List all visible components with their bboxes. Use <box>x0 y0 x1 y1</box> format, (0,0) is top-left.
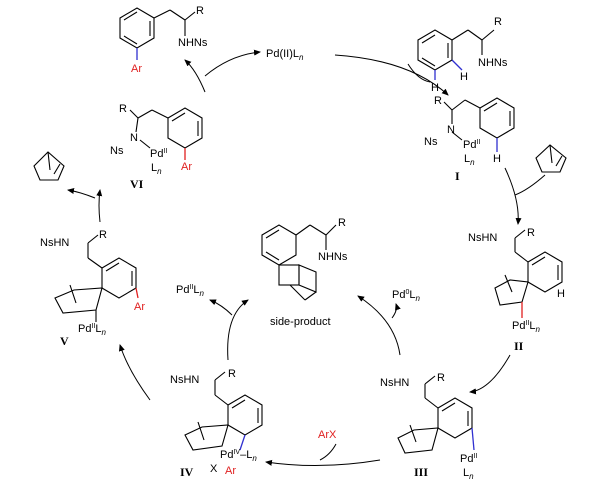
label-V: V <box>60 334 69 348</box>
svg-text:PdII: PdII <box>463 139 480 151</box>
cycle-arrows <box>67 49 546 467</box>
intermediate-i: R N Ns PdII Ln H I <box>424 95 515 183</box>
label-III: III <box>414 465 428 479</box>
pd-ii-ln-label: PdIILn <box>176 284 204 298</box>
svg-text:R: R <box>228 368 236 380</box>
svg-text:Ln: Ln <box>464 153 475 167</box>
svg-text:NsHN: NsHN <box>40 237 69 249</box>
label-II: II <box>514 339 524 353</box>
svg-text:Pd(II)Ln: Pd(II)Ln <box>266 48 304 62</box>
svg-text:PdIV–Ln: PdIV–Ln <box>220 449 257 463</box>
pd-0-ln-label: Pd0Ln <box>392 289 421 303</box>
svg-text:N: N <box>130 132 138 144</box>
h-label-1: H <box>431 82 439 94</box>
svg-text:Ar: Ar <box>225 465 236 477</box>
svg-text:N: N <box>447 124 455 136</box>
norbornene-right <box>535 144 567 173</box>
intermediate-v: NsHN R Ar PdIILn V <box>40 229 145 348</box>
svg-text:R: R <box>527 227 535 239</box>
nhns-label-2: NHNs <box>478 57 508 69</box>
svg-text:PdII: PdII <box>460 453 477 465</box>
svg-text:Ns: Ns <box>424 136 438 148</box>
svg-text:R: R <box>437 372 445 384</box>
svg-text:Ar: Ar <box>181 161 192 173</box>
intermediate-iii: NsHN R PdII Ln III <box>380 372 477 481</box>
side-product-structure: R NHNs side-product <box>261 217 348 328</box>
norbornene-left <box>33 151 65 181</box>
ar-label: Ar <box>131 63 142 75</box>
label-VI: VI <box>130 177 144 191</box>
svg-text:R: R <box>99 229 107 241</box>
intermediate-ii: NsHN R H PdIILn II <box>468 227 565 353</box>
svg-text:X: X <box>210 463 218 475</box>
nhns-label: NHNs <box>178 37 208 49</box>
label-IV: IV <box>180 465 194 479</box>
arx-label: ArX <box>318 429 337 441</box>
substrate: R NHNs H H <box>417 16 508 94</box>
svg-text:H: H <box>493 153 501 165</box>
svg-text:R: R <box>338 217 346 229</box>
svg-text:Ar: Ar <box>134 301 145 313</box>
svg-text:NsHN: NsHN <box>468 232 497 244</box>
svg-text:NsHN: NsHN <box>170 374 199 386</box>
svg-text:Ns: Ns <box>110 145 124 157</box>
label-I: I <box>455 169 460 183</box>
svg-text:NHNs: NHNs <box>318 251 348 263</box>
intermediate-iv: NsHN R PdIV–Ln X Ar IV <box>170 368 263 479</box>
intermediate-vi: R N Ns PdII Ln Ar VI <box>110 103 203 191</box>
r-label-2: R <box>494 16 502 28</box>
svg-text:PdIILn: PdIILn <box>78 323 106 337</box>
svg-text:PdII: PdII <box>150 148 167 160</box>
r-label: R <box>196 5 204 17</box>
side-product-label: side-product <box>270 316 331 328</box>
product-arylated: R NHNs Ar <box>119 5 208 75</box>
svg-text:R: R <box>434 95 442 107</box>
svg-text:Ln: Ln <box>151 162 162 176</box>
h-label-2: H <box>460 71 468 83</box>
svg-text:Ln: Ln <box>463 467 474 481</box>
catalyst-pd-ii: Pd(II)Ln <box>266 48 304 62</box>
catalyst-label: Pd(II)L <box>266 48 299 60</box>
svg-text:R: R <box>119 103 127 115</box>
svg-text:PdIILn: PdIILn <box>512 320 540 334</box>
svg-text:NsHN: NsHN <box>380 377 409 389</box>
svg-text:H: H <box>557 288 565 300</box>
